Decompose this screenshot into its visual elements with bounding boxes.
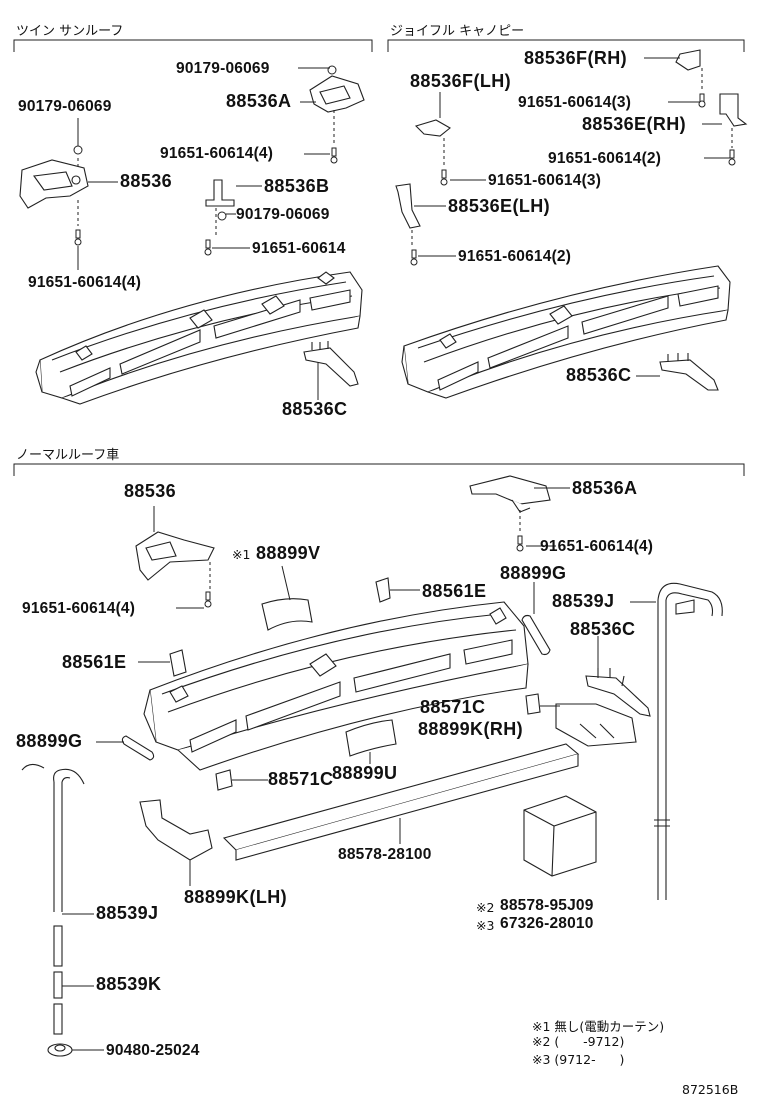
part-label: 88571C xyxy=(420,697,486,717)
part-label: 91651-60614(2) xyxy=(458,248,572,265)
normal-clip-88561E-left xyxy=(169,649,187,677)
twin-console-assembly xyxy=(35,271,363,405)
part-label: 88899G xyxy=(16,731,83,751)
part-label: 88899U xyxy=(332,763,398,783)
part-label: 88561E xyxy=(62,652,127,672)
part-label: 88536F(LH) xyxy=(410,71,512,91)
part-label: 88536B xyxy=(264,176,330,196)
normal-cover-88899K-RH xyxy=(555,703,637,747)
normal-box-88578-95J09 xyxy=(523,795,597,877)
part-label: 88899G xyxy=(500,563,567,583)
part-label: 88536 xyxy=(120,171,173,191)
normal-bracket-88536A xyxy=(469,475,551,513)
joyful-bracket-88536F-LH xyxy=(414,119,451,137)
twin-bracket-88536B xyxy=(205,179,235,207)
normal-seal-88899G-left xyxy=(121,735,155,761)
part-label: 90179-06069 xyxy=(18,98,112,115)
normal-pad-88899V xyxy=(261,598,313,631)
part-label: 88536C xyxy=(570,619,636,639)
normal-clip-88571C-left xyxy=(215,769,233,791)
joyful-bracket-88536C xyxy=(659,353,719,391)
normal-bracket-88536C xyxy=(585,668,651,717)
part-label: 88536C xyxy=(566,365,632,385)
normal-hose-segments-88539K xyxy=(53,925,63,1035)
part-label: 88578-95J09 xyxy=(500,897,594,914)
part-label: 88536C xyxy=(282,399,348,419)
joyful-leader-lines xyxy=(411,57,733,377)
joyful-bracket-88536E-LH xyxy=(395,183,421,229)
normal-leader-lines xyxy=(62,487,656,1051)
part-label: 88536 xyxy=(124,481,177,501)
part-label: 88561E xyxy=(422,581,487,601)
part-label: 91651-60614(3) xyxy=(488,172,602,189)
part-label: 88571C xyxy=(268,769,334,789)
part-label: 88536F(RH) xyxy=(524,48,628,68)
footnote-3: ※3 (9712- ) xyxy=(532,1052,625,1067)
part-note-mark: ※2 xyxy=(476,900,495,915)
normal-clip-88571C-right xyxy=(525,693,541,715)
part-label: 91651-60614 xyxy=(252,240,346,257)
part-label: 91651-60614(3) xyxy=(518,94,632,111)
normal-fasteners xyxy=(204,535,524,608)
normal-seal-88899G-right xyxy=(521,614,551,656)
normal-cover-88899K-LH xyxy=(139,799,213,861)
part-label: 91651-60614(2) xyxy=(548,150,662,167)
part-label: 91651-60614(4) xyxy=(22,600,136,617)
part-label: 88536E(LH) xyxy=(448,196,551,216)
part-label: 88899K(LH) xyxy=(184,887,288,907)
part-label: 88539J xyxy=(552,591,615,611)
section-title-twin-sunroof: ツイン サンルーフ xyxy=(16,24,124,39)
footnote-2: ※2 ( -9712) xyxy=(532,1034,625,1049)
part-label: 91651-60614(4) xyxy=(28,274,142,291)
part-label: 90179-06069 xyxy=(176,60,270,77)
part-label: 90179-06069 xyxy=(236,206,330,223)
part-label: 91651-60614(4) xyxy=(540,538,654,555)
normal-hose-88539J-right xyxy=(654,582,723,900)
part-label: 88539K xyxy=(96,974,162,994)
twin-fasteners xyxy=(73,65,338,256)
twin-bracket-88536C xyxy=(303,341,359,387)
section-title-joyful-canopy: ジョイフル キャノピー xyxy=(390,24,525,39)
part-label: 88536E(RH) xyxy=(582,114,687,134)
twin-leader-lines xyxy=(77,67,335,400)
normal-console-assembly xyxy=(143,601,529,771)
part-label: 88899V xyxy=(256,543,321,563)
diagram-code: 872516B xyxy=(682,1082,739,1097)
part-label: 67326-28010 xyxy=(500,915,594,932)
part-label: 88536A xyxy=(572,478,638,498)
part-label: 88539J xyxy=(96,903,159,923)
footnote-1: ※1 無し(電動カーテン) xyxy=(532,1019,665,1034)
normal-bracket-88536 xyxy=(135,531,215,581)
part-note-mark: ※3 xyxy=(476,918,495,933)
part-label: 91651-60614(4) xyxy=(160,145,274,162)
normal-grommet-90480-25024 xyxy=(47,1043,73,1057)
twin-bracket-88536A xyxy=(309,75,365,113)
part-note-mark: ※1 xyxy=(232,547,251,562)
normal-clip-88561E-right xyxy=(375,577,391,603)
section-title-normal-roof: ノーマルルーフ車 xyxy=(16,448,120,463)
section-brackets xyxy=(13,39,745,476)
normal-duct-88578-28100 xyxy=(222,743,580,861)
part-label: 88578-28100 xyxy=(338,846,432,863)
part-label: 88536A xyxy=(226,91,292,111)
joyful-bracket-88536E-RH xyxy=(719,93,748,127)
joyful-bracket-88536F-RH xyxy=(675,49,701,71)
joyful-fasteners xyxy=(410,93,736,266)
normal-hose-88539J-left xyxy=(21,763,85,912)
normal-pad-88899U xyxy=(345,719,397,757)
part-label: 88899K(RH) xyxy=(418,719,524,739)
part-label: 90480-25024 xyxy=(106,1042,200,1059)
twin-bracket-88536 xyxy=(19,159,89,209)
joyful-console-assembly xyxy=(401,265,731,399)
